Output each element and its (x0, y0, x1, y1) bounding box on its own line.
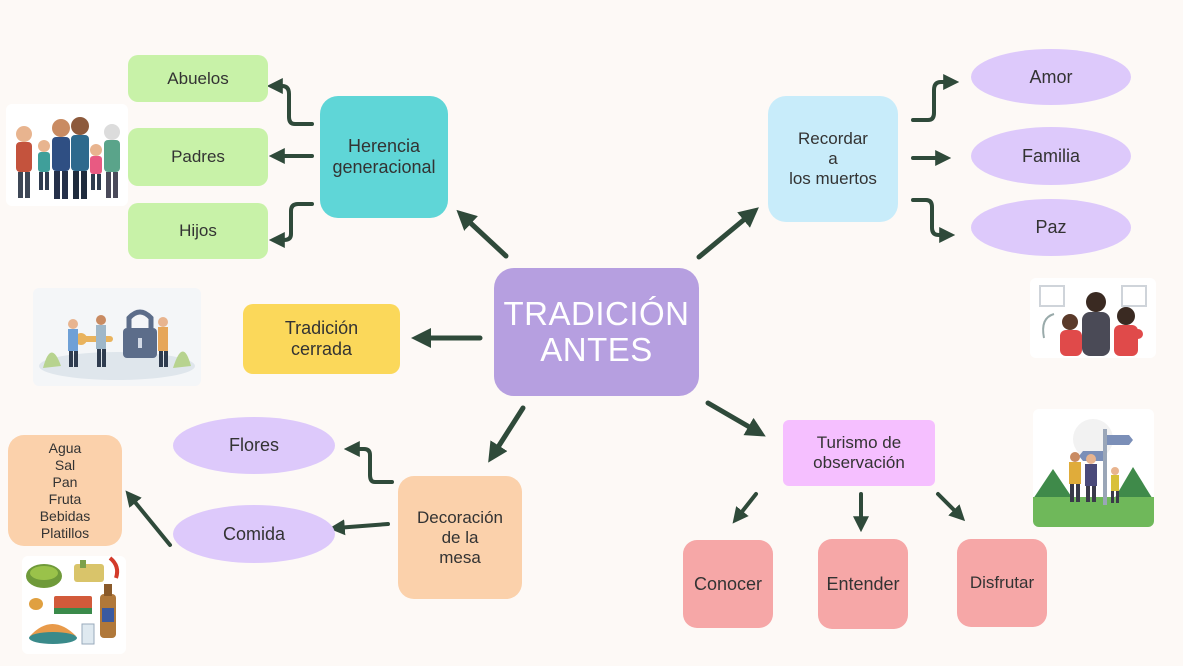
comida-item: Pan (52, 473, 78, 490)
amor-node: Amor (971, 49, 1131, 105)
arrow-to-amor (911, 74, 960, 122)
arrow-to-abuelos (266, 78, 314, 126)
herencia-node: Herencia generacional (320, 96, 448, 218)
comida-item: Platillos (40, 524, 90, 541)
family-illustration (6, 104, 128, 206)
turismo-node: Turismo de observación (783, 420, 935, 486)
arrow-to-recordar (696, 207, 759, 260)
arrow-to-paz (911, 198, 956, 243)
flores-node: Flores (173, 417, 335, 474)
comida-list-node: Agua Sal Pan Fruta Bebidas Platillos (8, 435, 122, 546)
arrow-to-herencia (456, 209, 509, 259)
arrow-to-conocer (732, 492, 758, 524)
arrow-to-comida (328, 519, 390, 536)
center-node: TRADICIÓN ANTES (494, 268, 699, 396)
decoracion-node: Decoración de la mesa (398, 476, 522, 599)
comida-item: Bebidas (39, 507, 91, 524)
hijos-node: Hijos (128, 203, 268, 259)
comida-item: Fruta (48, 490, 82, 507)
tourism-illustration (1033, 409, 1154, 527)
food-illustration (22, 556, 126, 654)
padres-node: Padres (128, 128, 268, 186)
disfrutar-node: Disfrutar (957, 539, 1047, 627)
arrow-to-comida-list (125, 490, 172, 547)
arrow-to-disfrutar (936, 492, 966, 522)
familia-node: Familia (971, 127, 1131, 185)
recordar-node: Recordar a los muertos (768, 96, 898, 222)
arrow-to-decoracion (488, 405, 526, 463)
conocer-node: Conocer (683, 540, 773, 628)
arrow-to-turismo (705, 400, 766, 437)
comida-item: Agua (48, 439, 82, 456)
lock-illustration (33, 288, 201, 386)
paz-node: Paz (971, 199, 1131, 256)
abuelos-node: Abuelos (128, 55, 268, 102)
day-of-dead-family-illustration (1030, 278, 1156, 358)
comida-node: Comida (173, 505, 335, 563)
entender-node: Entender (818, 539, 908, 629)
tradicion-cerrada-node: Tradición cerrada (243, 304, 400, 374)
arrow-to-flores (343, 441, 394, 484)
comida-item: Sal (54, 456, 76, 473)
arrow-to-hijos (268, 202, 314, 248)
